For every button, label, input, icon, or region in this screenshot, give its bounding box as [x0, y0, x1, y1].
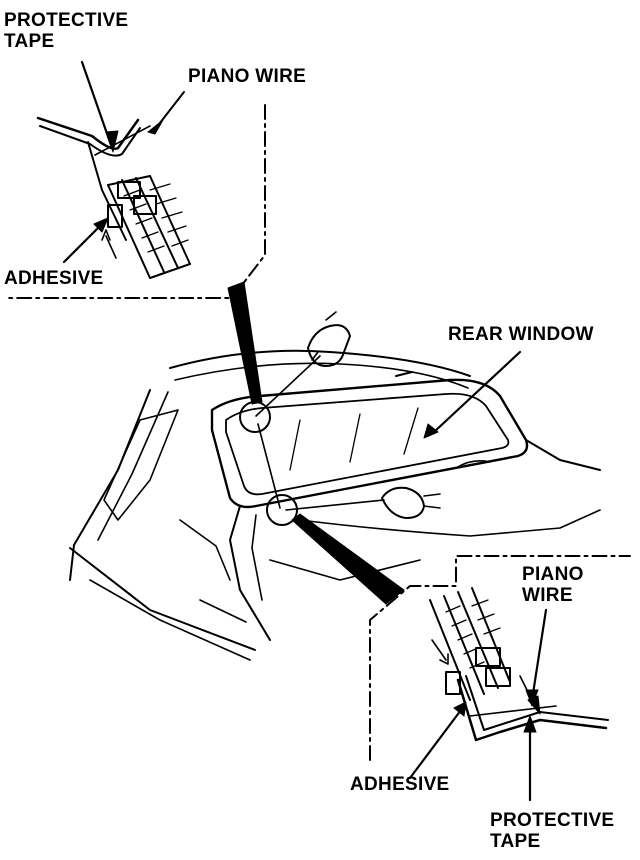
hands-and-piano-wire	[227, 281, 441, 605]
top-protective-tape-line-1: PROTECTIVE	[4, 10, 129, 31]
rear-window-label: REAR WINDOW	[448, 324, 594, 345]
top-protective-tape-line-2: TAPE	[4, 31, 55, 52]
bottom-adhesive-label: ADHESIVE	[350, 774, 450, 795]
top-protective-tape-label: PROTECTIVE TAPE	[4, 10, 128, 52]
bottom-piano-wire-label: PIANO WIRE	[522, 564, 584, 606]
bottom-inset-border	[369, 555, 631, 761]
bottom-protective-tape-label: PROTECTIVE TAPE	[490, 810, 614, 852]
top-callout-leader	[227, 281, 263, 405]
top-detail-inset	[4, 60, 266, 299]
bottom-callout-leader	[291, 513, 405, 605]
bottom-protective-tape-line-2: TAPE	[490, 831, 541, 852]
top-adhesive-label: ADHESIVE	[4, 268, 104, 289]
bottom-piano-wire-line-2: WIRE	[522, 585, 573, 606]
bottom-protective-tape-line-1: PROTECTIVE	[490, 810, 615, 831]
bottom-detail-inset	[369, 555, 631, 802]
bottom-piano-wire-line-1: PIANO	[522, 564, 584, 585]
top-inset-border	[4, 104, 266, 299]
car-body	[69, 349, 601, 661]
top-piano-wire-label: PIANO WIRE	[188, 66, 307, 87]
